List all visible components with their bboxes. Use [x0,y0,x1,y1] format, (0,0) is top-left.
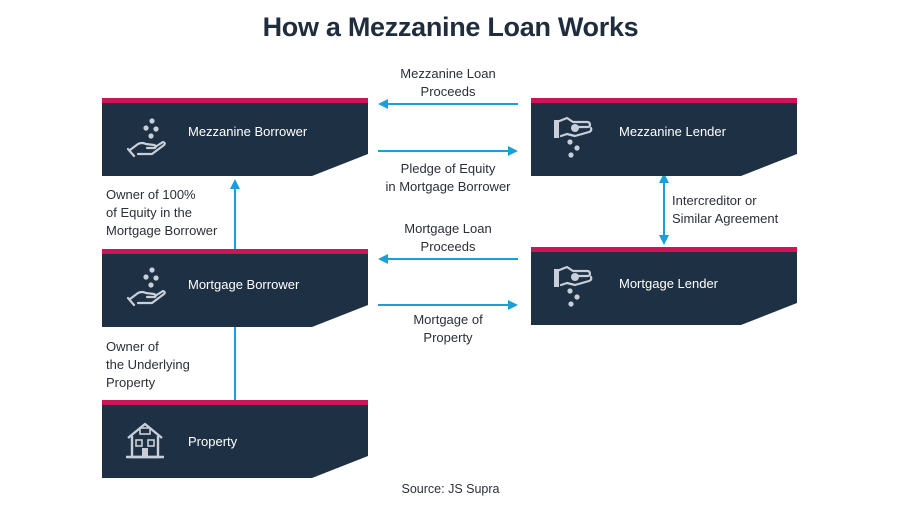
hand-giving-icon [554,116,593,158]
diagram-title: How a Mezzanine Loan Works [262,12,639,42]
house-icon [126,422,164,459]
source-credit: Source: JS Supra [401,482,500,496]
hand-coins-icon [126,118,166,158]
mortgage-lender-label: Mortgage Lender [619,276,719,291]
note-mortgage-of-property: Mortgage of Property [413,312,483,345]
note-mortgage-loan-proceeds: Mortgage Loan Proceeds [404,221,492,254]
note-intercreditor: Intercreditor or Similar Agreement [672,193,779,226]
note-owner-underlying-property: Owner of the Underlying Property [106,339,190,390]
mortgage-lender-box: Mortgage Lender [531,247,797,325]
mortgage-borrower-label: Mortgage Borrower [188,277,300,292]
mezzanine-borrower-box: Mezzanine Borrower [102,98,368,176]
hand-coins-icon [126,267,166,307]
property-box: Property [102,400,368,478]
mezzanine-lender-box: Mezzanine Lender [531,98,797,176]
mortgage-borrower-box: Mortgage Borrower [102,249,368,327]
note-mezzanine-loan-proceeds: Mezzanine Loan Proceeds [400,66,496,99]
mezzanine-borrower-label: Mezzanine Borrower [188,124,308,139]
note-pledge-of-equity: Pledge of Equity in Mortgage Borrower [385,161,511,194]
hand-giving-icon [554,265,593,307]
mezzanine-lender-label: Mezzanine Lender [619,124,726,139]
property-label: Property [188,434,238,449]
note-owner-100-equity: Owner of 100% of Equity in the Mortgage … [106,187,218,238]
